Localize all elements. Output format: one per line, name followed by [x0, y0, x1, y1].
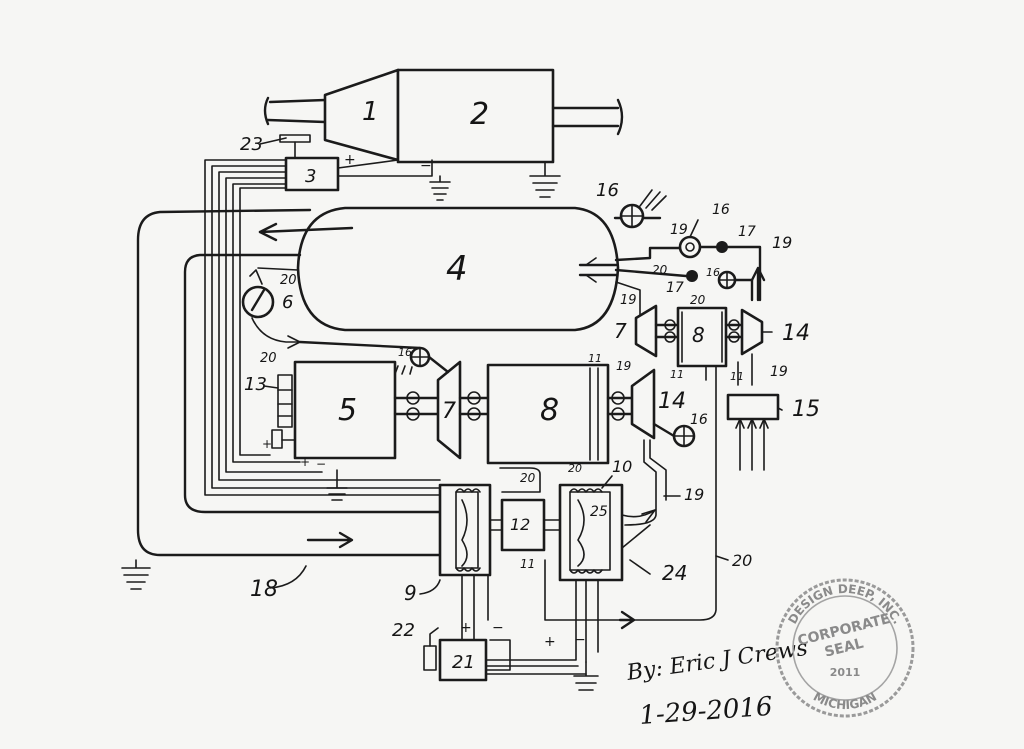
- label-19-f: 19: [684, 485, 704, 504]
- generator-8-upper-shape: [676, 306, 728, 368]
- label-13: 13: [244, 374, 267, 395]
- label-11-a: 11: [588, 352, 602, 365]
- label-4: 4: [446, 249, 468, 289]
- label-19-e: 19: [770, 364, 788, 380]
- svg-text:+: +: [460, 620, 472, 636]
- label-2: 2: [470, 97, 489, 132]
- turbine-14-lower-shape: [630, 368, 656, 440]
- svg-text:MICHIGAN: MICHIGAN: [811, 690, 879, 713]
- valve-16-mid: [678, 235, 702, 259]
- svg-text:−: −: [574, 632, 586, 648]
- label-25: 25: [590, 504, 608, 520]
- label-6: 6: [282, 292, 293, 313]
- label-5: 5: [338, 393, 357, 428]
- label-24: 24: [662, 561, 687, 585]
- label-11-c: 11: [730, 370, 744, 383]
- signature-block: By: Eric J Crews 1-29-2016: [624, 636, 809, 731]
- svg-text:+: +: [262, 437, 272, 451]
- label-1: 1: [362, 97, 379, 127]
- svg-text:−: −: [420, 158, 432, 174]
- label-17-a: 17: [738, 224, 756, 240]
- label-16-c: 16: [706, 266, 720, 279]
- label-16-d: 16: [398, 346, 412, 359]
- svg-text:+: +: [344, 152, 356, 168]
- turbine-7-upper-shape: [634, 304, 658, 358]
- label-23: 23: [240, 134, 263, 155]
- valve-17-upper: [716, 241, 728, 253]
- label-19-a: 19: [670, 222, 688, 238]
- leader-lines: [259, 137, 783, 595]
- svg-text:+: +: [300, 455, 310, 469]
- controller-3-box: [284, 156, 340, 192]
- label-20-a: 20: [280, 273, 297, 288]
- label-20-g: 20: [568, 462, 582, 475]
- svg-text:−: −: [492, 620, 504, 636]
- svg-text:+: +: [544, 634, 556, 650]
- svg-text:−: −: [316, 457, 326, 471]
- label-16-a: 16: [596, 180, 619, 201]
- right-upper-assembly: [544, 189, 780, 630]
- label-21: 21: [452, 652, 475, 673]
- turbine-generator-top: [263, 68, 624, 164]
- label-15: 15: [792, 397, 820, 422]
- unit-15-box: [726, 393, 780, 421]
- label-22: 22: [392, 620, 415, 641]
- unit-12-box: [500, 498, 546, 552]
- label-11-d: 11: [520, 557, 535, 571]
- unit-21-box: [438, 638, 488, 682]
- generator-8-lower-shape: [486, 363, 610, 465]
- turbine-14-upper-shape: [740, 308, 764, 356]
- label-11-b: 11: [670, 368, 684, 381]
- label-7-lower: 7: [442, 399, 456, 424]
- valve-17-lower: [686, 270, 698, 282]
- label-19-b: 19: [772, 233, 792, 252]
- label-18: 18: [250, 577, 278, 602]
- label-8-lower: 8: [540, 393, 559, 428]
- label-19-d: 19: [616, 359, 631, 373]
- reference-labels: 1 2 3 4 5 6 7 7 8 8 9 10 11 11 11 11 12 …: [240, 97, 820, 673]
- label-16-e: 16: [690, 412, 708, 428]
- svg-text:2011: 2011: [830, 666, 861, 679]
- signature-date: 1-29-2016: [638, 692, 773, 731]
- label-20-f: 20: [732, 551, 752, 570]
- wire-bundle-left: [204, 159, 441, 496]
- label-12: 12: [510, 515, 530, 534]
- label-14-upper: 14: [782, 321, 810, 346]
- label-7-upper: 7: [614, 319, 627, 343]
- gauge-6: [241, 267, 301, 349]
- label-17-b: 17: [666, 280, 684, 296]
- label-9: 9: [404, 581, 417, 605]
- generator-2-shape: [396, 68, 555, 164]
- engine-5-shape: [293, 360, 397, 460]
- turbine-7-lower-shape: [436, 360, 462, 460]
- label-20-d: 20: [690, 293, 706, 307]
- label-14-lower: 14: [658, 389, 686, 414]
- lower-assembly: + − + −: [423, 467, 656, 682]
- label-19-c: 19: [620, 293, 637, 308]
- tank-4-shape: [296, 206, 620, 332]
- label-20-c: 20: [652, 263, 668, 277]
- label-20-e: 20: [520, 471, 536, 485]
- label-3: 3: [305, 166, 316, 187]
- label-10: 10: [612, 457, 632, 476]
- signature-by: By: Eric J Crews: [624, 636, 809, 686]
- label-20-b: 20: [260, 351, 277, 366]
- ground-symbols: [121, 161, 599, 691]
- label-16-b: 16: [712, 202, 730, 218]
- controller-3: + −: [279, 134, 433, 192]
- label-8-upper: 8: [692, 323, 705, 347]
